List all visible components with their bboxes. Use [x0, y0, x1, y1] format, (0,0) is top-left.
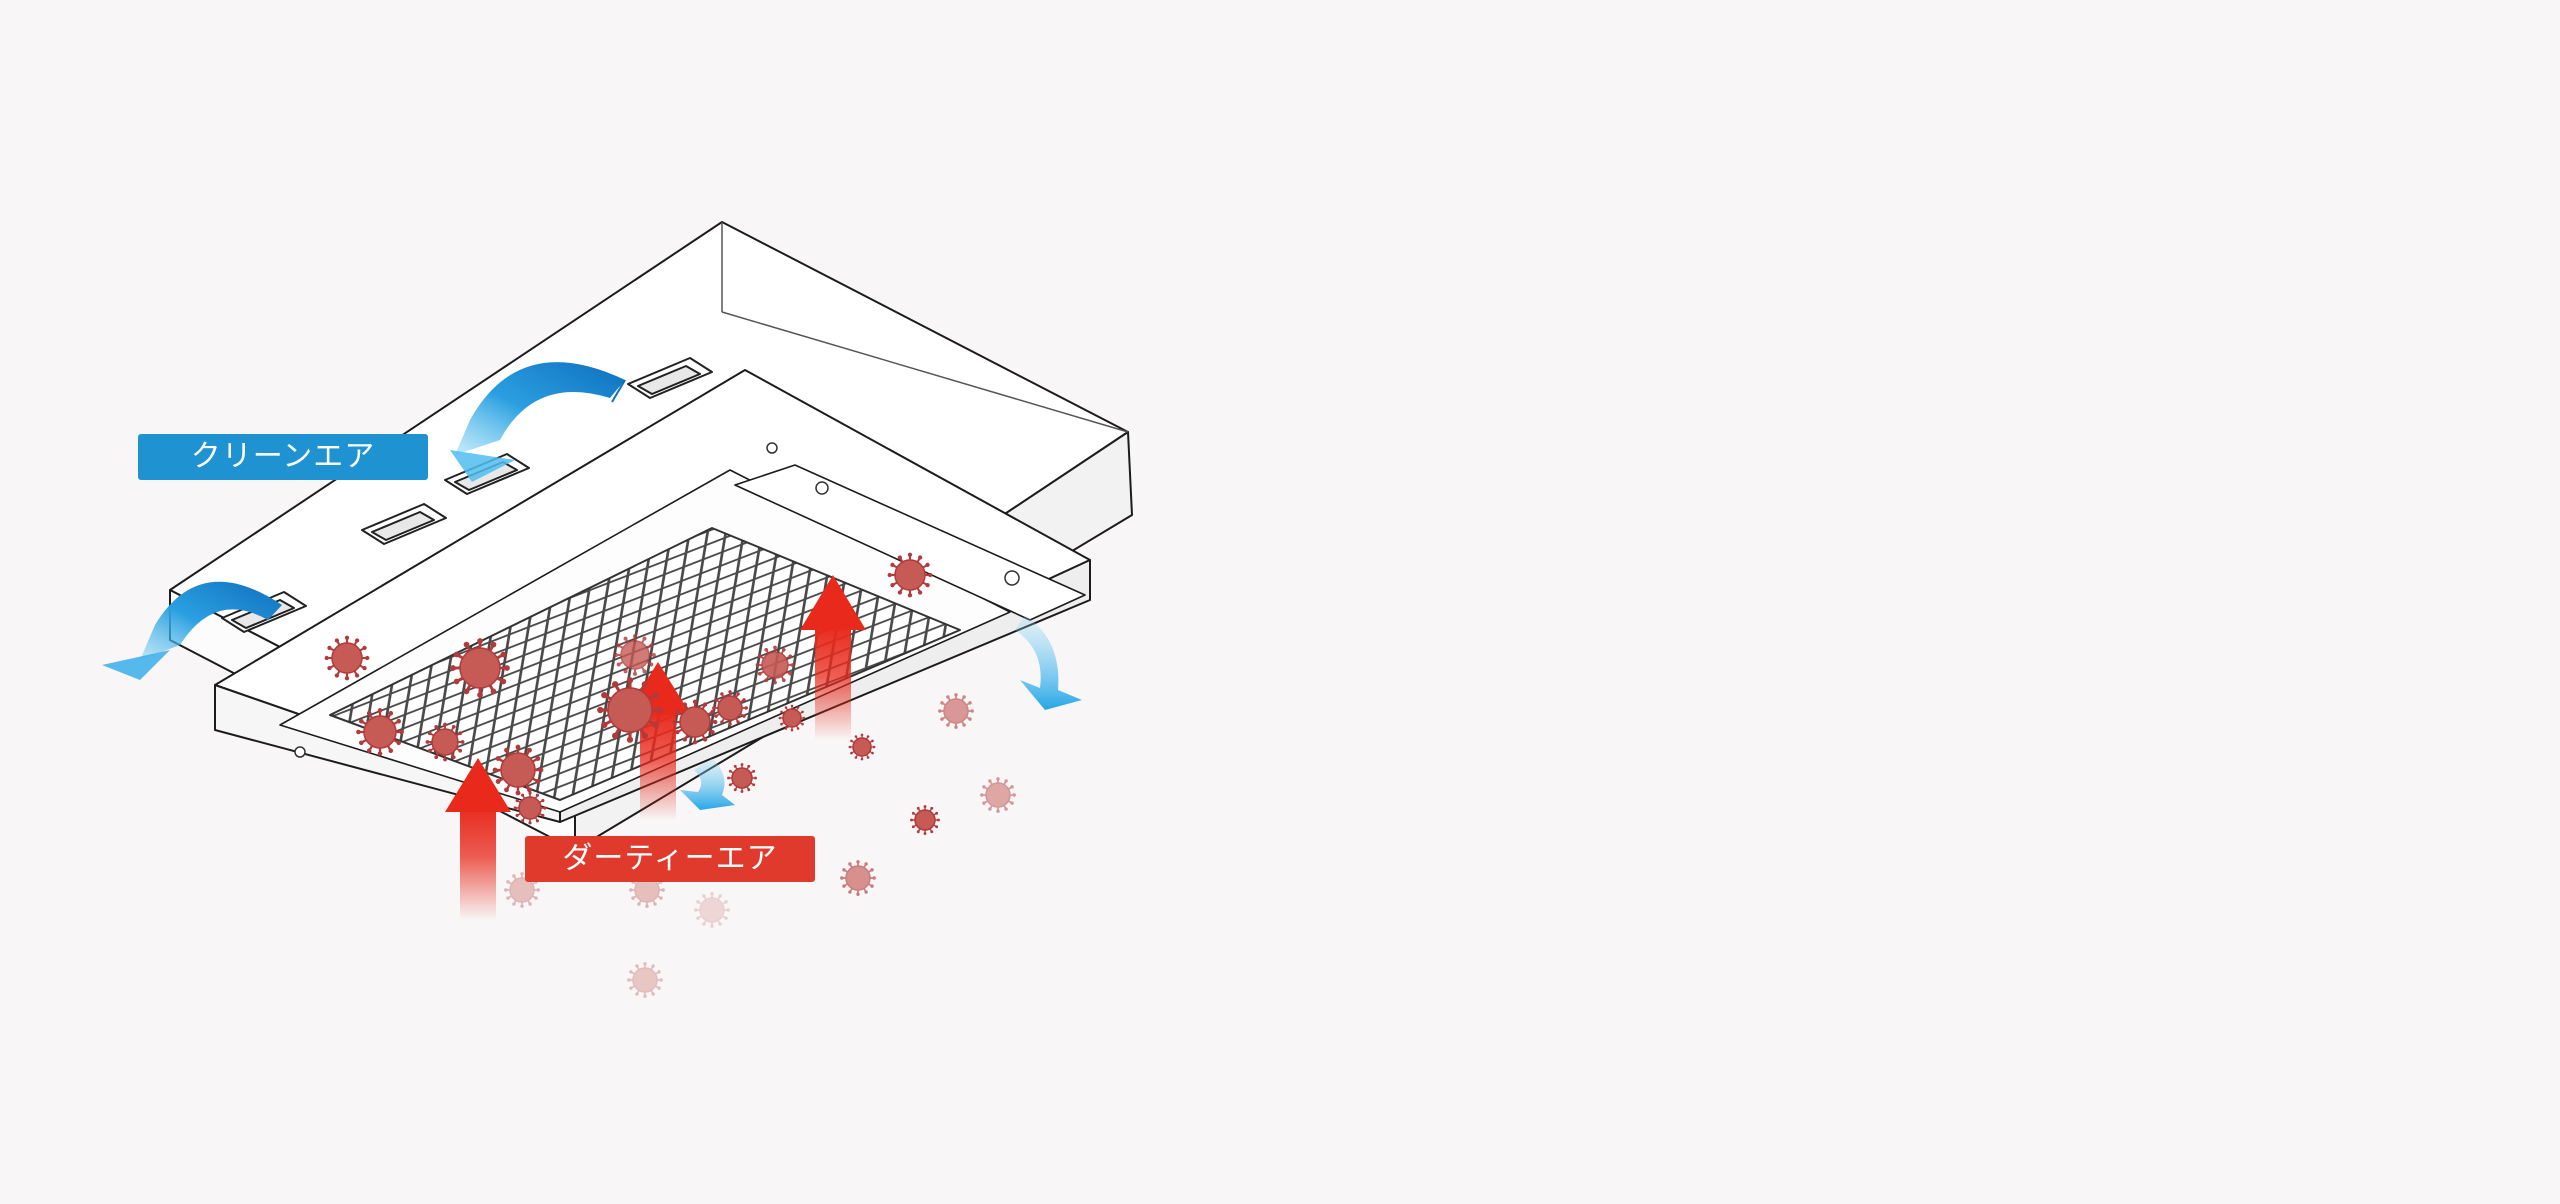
virus-icon [840, 860, 876, 896]
up-arrow-icon [445, 758, 511, 920]
virus-icon [324, 635, 370, 681]
purifier-device [169, 221, 1133, 851]
down-arrow-icon [1015, 615, 1082, 710]
virus-icon [513, 791, 547, 825]
clean-air-label: クリーンエア [138, 434, 428, 480]
virus-icon [910, 805, 940, 835]
virus-particles [324, 552, 1016, 998]
virus-icon [492, 744, 544, 796]
virus-icon [504, 872, 540, 908]
virus-icon [778, 704, 806, 732]
virus-icon [597, 677, 663, 743]
virus-icon [614, 634, 656, 676]
virus-icon [755, 645, 795, 685]
up-arrow-icon [800, 575, 866, 740]
dirty-air-arrows [445, 575, 866, 920]
virus-icon [848, 733, 876, 761]
virus-icon [356, 708, 404, 756]
virus-icon [980, 777, 1016, 813]
dirty-air-label: ダーティーエア [525, 836, 815, 882]
virus-icon [712, 690, 748, 726]
curved-arrow-icon [450, 362, 626, 482]
virus-icon [727, 763, 757, 793]
virus-icon [450, 638, 510, 698]
curved-arrow-icon [102, 581, 282, 680]
virus-icon [938, 693, 974, 729]
clean-air-arrows [102, 362, 1082, 810]
virus-icon [887, 552, 933, 598]
virus-icon [672, 699, 718, 745]
virus-icon [425, 722, 465, 762]
down-arrow-icon [680, 758, 735, 810]
virus-icon [627, 962, 663, 998]
virus-icon [694, 892, 730, 928]
up-arrow-icon [625, 662, 691, 820]
